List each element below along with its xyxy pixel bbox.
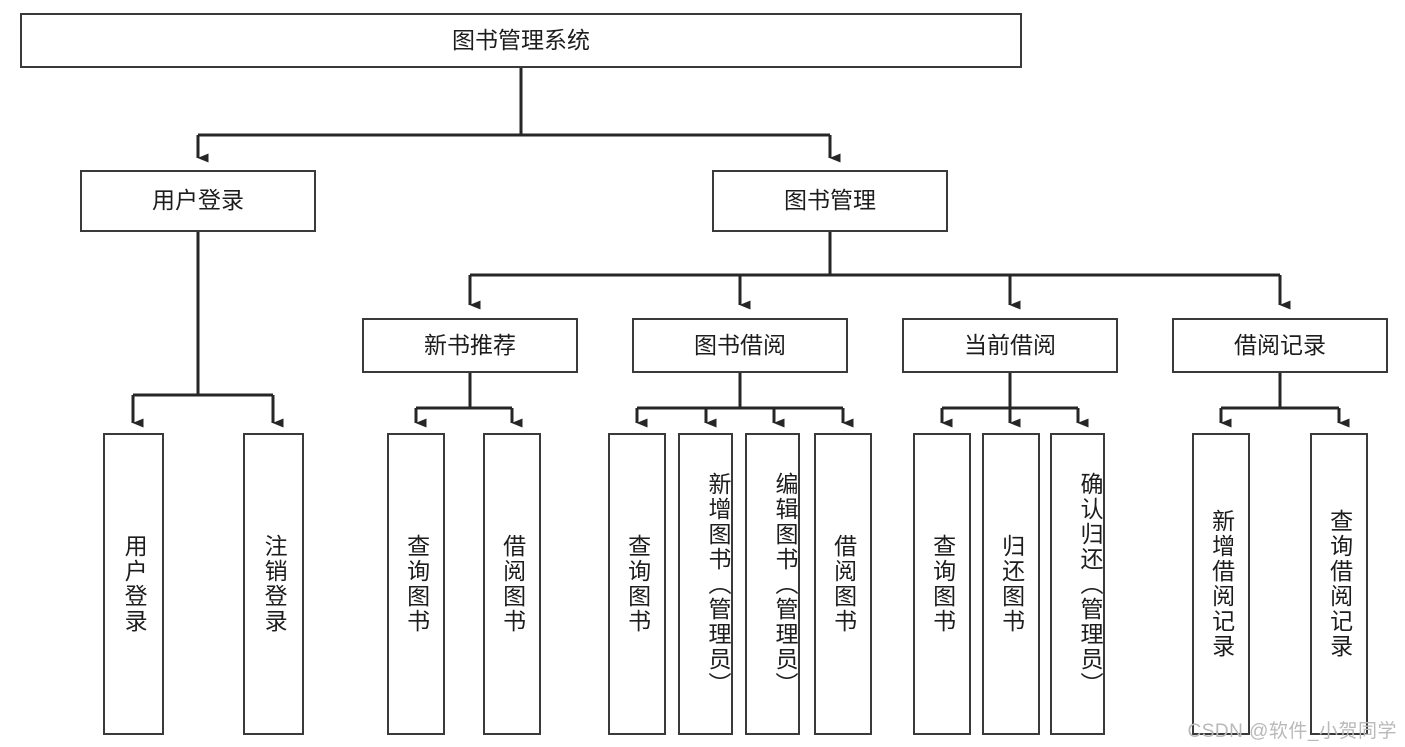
node-label: 编辑图书（管理员）: [772, 471, 798, 697]
leaf-user-login[interactable]: 用户登录: [103, 433, 164, 735]
node-label: 借阅图书: [830, 534, 857, 634]
node-label: 图书借阅: [694, 331, 786, 358]
node-label: 查询图书: [929, 534, 956, 634]
node-label: 新增借阅记录: [1208, 509, 1235, 659]
leaf-query-books-borrow[interactable]: 查询图书: [608, 433, 666, 735]
leaf-borrow-books[interactable]: 借阅图书: [814, 433, 872, 735]
leaf-edit-book-admin[interactable]: 编辑图书（管理员）: [745, 433, 800, 735]
leaf-confirm-return-admin[interactable]: 确认归还（管理员）: [1050, 433, 1105, 735]
node-label: 当前借阅: [964, 331, 1056, 358]
node-label: 查询图书: [403, 534, 430, 634]
node-book-borrow[interactable]: 图书借阅: [632, 318, 848, 373]
watermark-text: CSDN @软件_小贺同学: [1187, 721, 1397, 742]
leaf-logout[interactable]: 注销登录: [243, 433, 304, 735]
node-book-management[interactable]: 图书管理: [712, 170, 948, 232]
node-label: 确认归还（管理员）: [1077, 471, 1103, 697]
leaf-query-borrow-record[interactable]: 查询借阅记录: [1310, 433, 1368, 735]
node-label: 归还图书: [998, 534, 1025, 634]
node-label: 新书推荐: [424, 331, 516, 358]
node-root-book-management-system[interactable]: 图书管理系统: [20, 13, 1022, 68]
node-label: 查询图书: [624, 534, 651, 634]
node-user-login[interactable]: 用户登录: [80, 170, 316, 232]
node-label: 用户登录: [152, 187, 244, 214]
node-label: 借阅记录: [1234, 331, 1326, 358]
leaf-query-books-current[interactable]: 查询图书: [913, 433, 971, 735]
leaf-borrow-books-recommend[interactable]: 借阅图书: [483, 433, 541, 735]
node-label: 注销登录: [261, 534, 288, 634]
node-label: 查询借阅记录: [1326, 509, 1353, 659]
node-new-book-recommendation[interactable]: 新书推荐: [362, 318, 578, 373]
node-label: 图书管理: [784, 187, 876, 214]
leaf-query-books-recommend[interactable]: 查询图书: [387, 433, 445, 735]
node-label: 新增图书（管理员）: [705, 471, 731, 697]
leaf-add-borrow-record[interactable]: 新增借阅记录: [1192, 433, 1250, 735]
node-label: 图书管理系统: [452, 26, 590, 53]
node-current-borrow[interactable]: 当前借阅: [902, 318, 1118, 373]
node-label: 借阅图书: [499, 534, 526, 634]
node-borrow-records[interactable]: 借阅记录: [1172, 318, 1388, 373]
leaf-return-books[interactable]: 归还图书: [982, 433, 1040, 735]
leaf-add-book-admin[interactable]: 新增图书（管理员）: [678, 433, 733, 735]
node-label: 用户登录: [121, 534, 148, 634]
